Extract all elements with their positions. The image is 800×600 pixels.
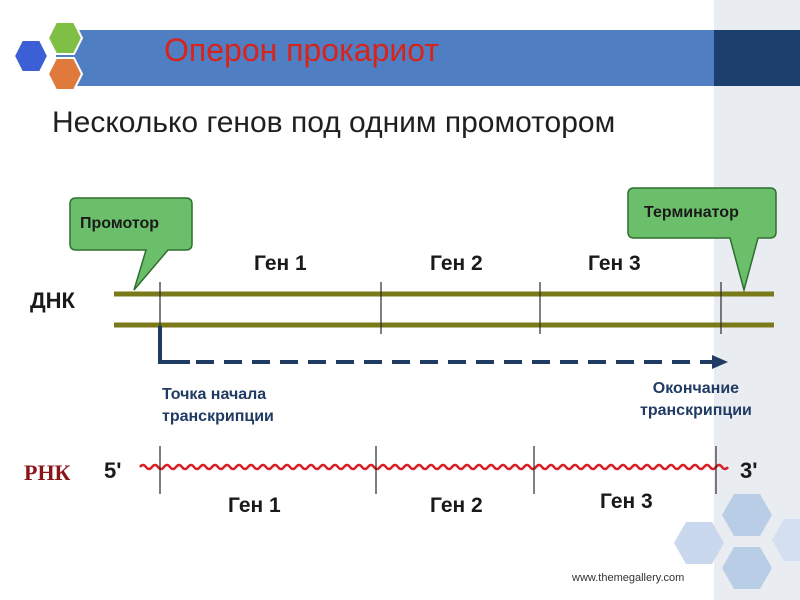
rna-label: РНК: [24, 460, 71, 485]
slide-subtitle: Несколько генов под одним промотором: [52, 106, 616, 139]
hexagon-decoration-icon: [674, 494, 800, 589]
dna-gene-dividers: [159, 282, 722, 334]
dna-gene-1-label: Ген 1: [254, 252, 307, 275]
dna-gene-3-label: Ген 3: [588, 252, 641, 275]
transcription-start-label: Точка начала транскрипции: [162, 384, 274, 428]
three-prime-label: 3': [740, 458, 758, 483]
promoter-callout: [69, 197, 193, 291]
five-prime-label: 5': [104, 458, 122, 483]
promoter-label: Промотор: [80, 215, 160, 232]
transcription-start-line1: Точка начала: [162, 386, 267, 403]
dna-label: ДНК: [30, 288, 75, 313]
transcription-start-line2: транскрипции: [162, 408, 274, 425]
rna-gene-1-label: Ген 1: [228, 494, 281, 517]
hexagon-cluster-logo-icon: [12, 21, 84, 91]
transcription-end-line1: Окончание: [652, 380, 740, 397]
rna-gene-2-label: Ген 2: [430, 494, 483, 517]
rna-strand: [139, 463, 729, 471]
slide-title: Оперон прокариот: [164, 32, 440, 68]
terminator-label: Терминатор: [644, 204, 739, 221]
transcription-end-line2: транскрипции: [640, 402, 752, 419]
rna-gene-3-label: Ген 3: [600, 490, 653, 513]
website-footer: www.themegallery.com: [572, 572, 685, 584]
title-bar: [56, 30, 714, 86]
transcription-end-label: Окончание транскрипции: [640, 378, 752, 422]
terminator-callout: [627, 187, 777, 293]
title-bar-accent: [714, 30, 800, 86]
dna-gene-2-label: Ген 2: [430, 252, 483, 275]
transcription-arrow: [158, 326, 728, 369]
rna-gene-dividers: [159, 446, 717, 494]
